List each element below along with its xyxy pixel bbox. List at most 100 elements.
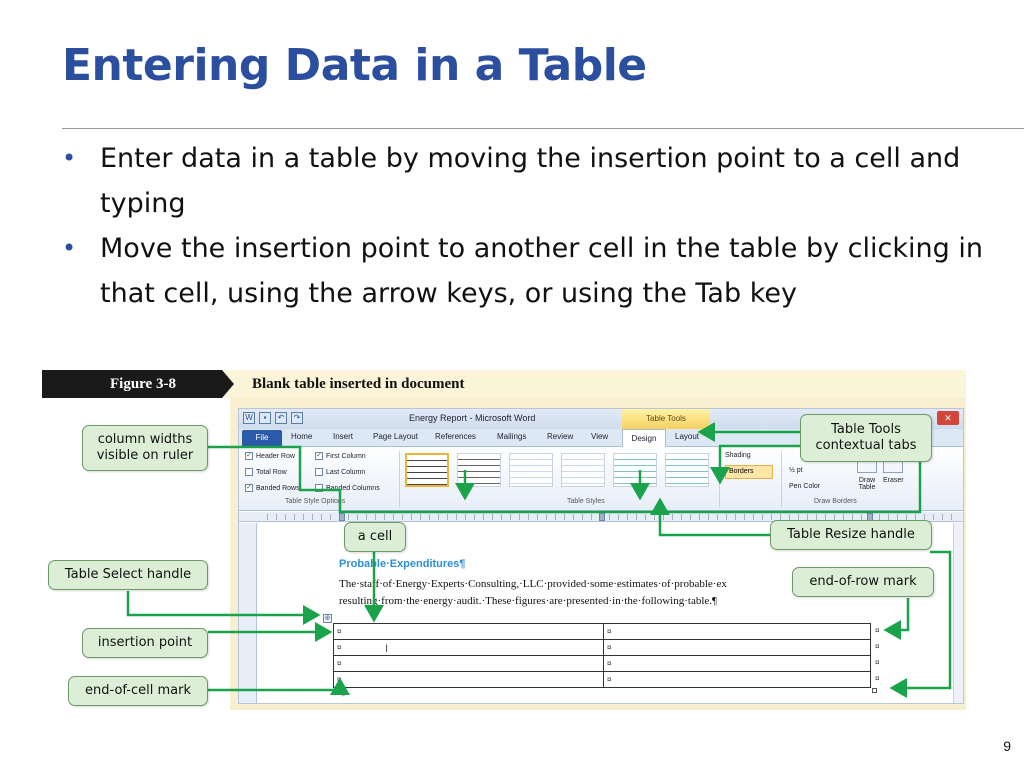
callout-table-select: Table Select handle	[48, 560, 208, 590]
slide-title: Entering Data in a Table	[62, 40, 647, 91]
table-row: ¤ ¤	[333, 623, 871, 640]
header-row-option[interactable]: ✓Header Row	[245, 452, 295, 460]
close-icon[interactable]: ✕	[937, 411, 959, 425]
table-cell[interactable]: ¤	[333, 639, 604, 656]
table-select-handle-icon[interactable]: ⊕	[323, 614, 332, 623]
group-divider	[781, 451, 782, 507]
bullet-item: • Enter data in a table by moving the in…	[62, 136, 1002, 226]
tab-view[interactable]: View	[591, 432, 609, 441]
tab-mailings[interactable]: Mailings	[497, 432, 527, 441]
table-style-options-label: Table Style Options	[285, 498, 346, 505]
document-table: ¤ ¤ ¤ ¤ ¤ ¤ ¤ ¤	[333, 623, 871, 688]
table-style-blue[interactable]	[509, 453, 553, 487]
bullet-dot-icon: •	[62, 234, 77, 262]
table-row: ¤ ¤	[333, 655, 871, 672]
table-style-dark[interactable]	[457, 453, 501, 487]
tab-design[interactable]: Design	[622, 429, 666, 448]
table-cell[interactable]: ¤	[333, 655, 604, 672]
horizontal-ruler[interactable]	[239, 512, 963, 522]
total-row-option[interactable]: Total Row	[245, 468, 287, 476]
title-bar: W ▪ ↶ ↷ Energy Report - Microsoft Word T…	[239, 409, 963, 429]
table-style-teal[interactable]	[613, 453, 657, 487]
callout-end-of-row: end-of-row mark	[792, 567, 934, 597]
draw-borders-label: Draw Borders	[814, 498, 857, 505]
table-styles-label: Table Styles	[567, 498, 605, 505]
bullet-item: • Move the insertion point to another ce…	[62, 226, 1002, 316]
table-resize-handle-icon[interactable]	[872, 688, 877, 693]
last-column-option[interactable]: Last Column	[315, 468, 365, 476]
callout-table-tools: Table Tools contextual tabs	[800, 414, 932, 462]
tab-file[interactable]: File	[242, 430, 282, 446]
first-column-option[interactable]: ✓First Column	[315, 452, 366, 460]
borders-button[interactable]: Borders	[725, 465, 773, 479]
callout-end-of-cell: end-of-cell mark	[68, 676, 208, 706]
document-line: resulting·from·the·energy·audit.·These·f…	[339, 595, 718, 607]
bullet-list: • Enter data in a table by moving the in…	[62, 136, 1002, 316]
figure-header: Figure 3-8 Blank table inserted in docum…	[42, 370, 966, 398]
window-title: Energy Report - Microsoft Word	[409, 413, 536, 423]
checkbox-checked-icon[interactable]: ✓	[315, 452, 323, 460]
callout-a-cell: a cell	[344, 522, 406, 552]
table-cell[interactable]: ¤	[333, 623, 604, 640]
pen-weight-select[interactable]: ½ pt	[789, 467, 803, 474]
table-cell[interactable]: ¤	[603, 671, 871, 688]
banded-columns-option[interactable]: Banded Columns	[315, 484, 380, 492]
checkbox-icon[interactable]	[315, 484, 323, 492]
group-divider	[719, 451, 720, 507]
word-logo-icon[interactable]: W	[243, 412, 255, 424]
tab-insert[interactable]: Insert	[333, 432, 354, 441]
paragraph-mark: ¶	[340, 687, 346, 698]
slide-number: 9	[1003, 738, 1011, 754]
table-style-plain[interactable]	[405, 453, 449, 487]
column-marker[interactable]	[339, 513, 345, 521]
end-of-row-mark: ¤	[875, 674, 880, 683]
pen-color-button[interactable]: Pen Color	[789, 483, 821, 490]
redo-icon[interactable]: ↷	[291, 412, 303, 424]
callout-insertion-point: insertion point	[82, 628, 208, 658]
checkbox-icon[interactable]	[315, 468, 323, 476]
table-cell[interactable]: ¤	[603, 639, 871, 656]
figure-caption: Blank table inserted in document	[252, 376, 465, 392]
shading-button[interactable]: Shading	[725, 452, 751, 459]
vertical-ruler[interactable]	[239, 523, 257, 703]
table-cell[interactable]: ¤	[333, 671, 604, 688]
ruler-ticks	[259, 514, 959, 520]
document-heading: Probable·Expenditures¶	[339, 558, 466, 570]
undo-icon[interactable]: ↶	[275, 412, 287, 424]
table-tools-header: Table Tools	[622, 409, 710, 429]
tab-review[interactable]: Review	[547, 432, 574, 441]
save-icon[interactable]: ▪	[259, 412, 271, 424]
figure-label: Figure 3-8	[42, 370, 234, 398]
table-row: ¤ ¤	[333, 639, 871, 656]
checkbox-icon[interactable]	[245, 468, 253, 476]
quick-access-toolbar: W ▪ ↶ ↷	[243, 412, 303, 424]
checkbox-checked-icon[interactable]: ✓	[245, 484, 253, 492]
title-divider	[62, 128, 1024, 129]
vertical-scrollbar[interactable]	[953, 523, 963, 703]
bullet-text: Enter data in a table by moving the inse…	[100, 143, 961, 219]
end-of-row-mark: ¤	[875, 626, 880, 635]
bullet-text: Move the insertion point to another cell…	[100, 233, 983, 309]
table-style-teal-2[interactable]	[665, 453, 709, 487]
end-of-row-mark: ¤	[875, 642, 880, 651]
banded-rows-option[interactable]: ✓Banded Rows	[245, 484, 300, 492]
draw-table-label: Draw Table	[858, 477, 876, 491]
table-cell[interactable]: ¤	[603, 655, 871, 672]
checkbox-checked-icon[interactable]: ✓	[245, 452, 253, 460]
table-cell[interactable]: ¤	[603, 623, 871, 640]
document-line: The·staff·of·Energy·Experts·Consulting,·…	[339, 578, 727, 590]
table-style-light-blue[interactable]	[561, 453, 605, 487]
tab-references[interactable]: References	[435, 432, 476, 441]
column-marker[interactable]	[599, 513, 605, 521]
eraser-label: Eraser	[883, 477, 904, 484]
bullet-dot-icon: •	[62, 144, 77, 172]
group-divider	[399, 451, 400, 507]
document-paragraph: The·staff·of·Energy·Experts·Consulting,·…	[339, 576, 779, 610]
end-of-row-mark: ¤	[875, 658, 880, 667]
ibeam-cursor-icon: I	[385, 643, 389, 655]
table-row: ¤ ¤	[333, 671, 871, 688]
tab-home[interactable]: Home	[291, 432, 313, 441]
tab-page-layout[interactable]: Page Layout	[373, 432, 418, 441]
tab-layout[interactable]: Layout	[675, 432, 700, 441]
callout-column-widths: column widths visible on ruler	[82, 425, 208, 471]
